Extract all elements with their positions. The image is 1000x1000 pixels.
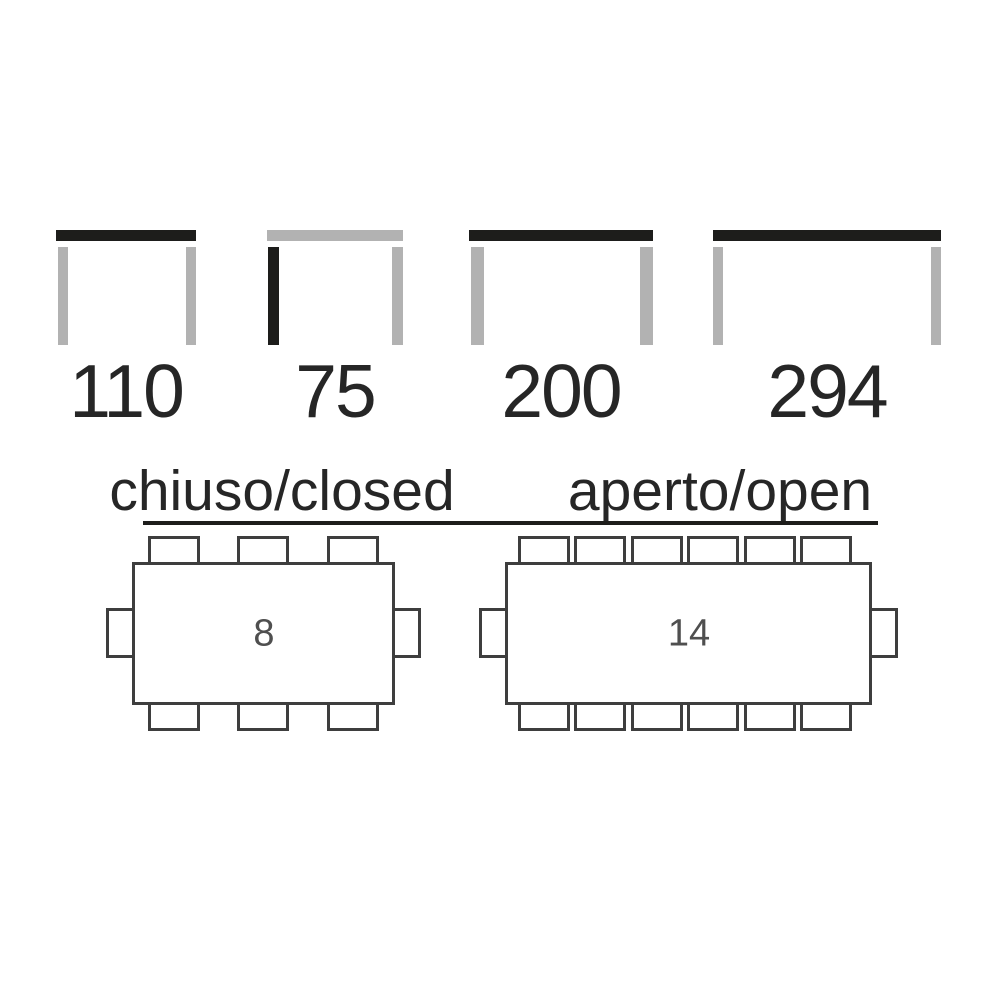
table-leg-left (713, 247, 723, 345)
table-leg-left (268, 247, 279, 345)
chair (237, 536, 289, 565)
tabletop-outline (132, 562, 395, 705)
chair (148, 702, 200, 731)
chair (574, 536, 626, 565)
chair (327, 702, 379, 731)
table-leg-left (58, 247, 68, 345)
table-leg-right (392, 247, 403, 345)
tabletop-outline (505, 562, 872, 705)
table-leg-right (931, 247, 941, 345)
chair (518, 536, 570, 565)
dimension-value: 200 (501, 349, 622, 433)
closed-section-label: chiuso/closed (109, 459, 455, 523)
table-leg-left (471, 247, 484, 345)
chair (687, 702, 739, 731)
chair (631, 702, 683, 731)
chair (687, 536, 739, 565)
open-section-label: aperto/open (567, 459, 873, 523)
chair (106, 608, 135, 658)
chair (744, 702, 796, 731)
section-divider-line (143, 521, 878, 525)
tabletop-bar (469, 230, 653, 241)
chair (327, 536, 379, 565)
tabletop-bar (713, 230, 941, 241)
seat-count-closed: 8 (253, 612, 275, 655)
chair (744, 536, 796, 565)
chair (574, 702, 626, 731)
chair (800, 536, 852, 565)
seat-count-open: 14 (667, 612, 711, 655)
chair (392, 608, 421, 658)
dimension-value: 294 (767, 349, 888, 433)
table-leg-right (186, 247, 196, 345)
chair (148, 536, 200, 565)
table-leg-right (640, 247, 653, 345)
tabletop-bar (56, 230, 196, 241)
chair (479, 608, 508, 658)
chair (518, 702, 570, 731)
chair (869, 608, 898, 658)
chair (237, 702, 289, 731)
chair (631, 536, 683, 565)
tabletop-bar (267, 230, 403, 241)
dimension-value: 110 (69, 349, 185, 433)
chair (800, 702, 852, 731)
dimension-value: 75 (295, 349, 376, 433)
